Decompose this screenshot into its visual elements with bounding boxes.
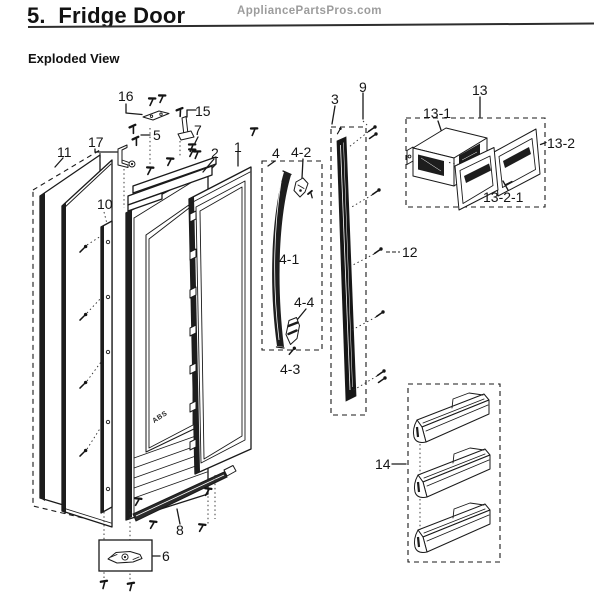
handle-clip-4-2	[293, 158, 316, 200]
top-rail-2	[127, 128, 217, 212]
bottom-rail-8	[132, 465, 237, 534]
door-bin-bottom	[413, 501, 492, 554]
screws-5	[128, 123, 151, 148]
part-label-15: 15	[195, 103, 211, 119]
part-label-13-2: 13-2	[547, 135, 576, 151]
dispenser-box-13	[405, 96, 547, 211]
part-label-6: 6	[162, 548, 170, 564]
part-label-9: 9	[359, 79, 367, 95]
leader-lines	[54, 151, 239, 173]
handle-clip-4-4	[285, 308, 307, 345]
part-label-3: 3	[331, 91, 339, 107]
part-label-13-2-1: 13-2-1	[483, 189, 524, 205]
hinge-box-6	[98, 509, 161, 592]
part-label-4: 4	[272, 145, 280, 161]
part-label-10: 10	[97, 196, 113, 212]
part-label-7: 7	[194, 122, 202, 138]
mullion-box-3	[330, 92, 400, 416]
door-bin-top	[412, 391, 491, 444]
dispenser-cover-13-2-1	[454, 147, 499, 211]
part-label-4-3: 4-3	[280, 361, 301, 377]
part-label-1: 1	[234, 139, 242, 155]
part-label-4-4: 4-4	[294, 294, 315, 310]
door-bin-middle	[413, 446, 492, 499]
part-label-14: 14	[375, 456, 391, 472]
dispenser-cover-13-2	[493, 128, 541, 197]
page-title: 5. Fridge Door	[27, 3, 186, 28]
bracket-15	[175, 106, 197, 141]
part-label-8: 8	[176, 522, 184, 538]
door-foam-panel	[61, 159, 113, 528]
part-label-2: 2	[211, 145, 219, 161]
bin-box-14	[391, 383, 501, 563]
door-liner-2	[125, 169, 209, 521]
handle-box-4	[261, 158, 323, 356]
part-label-13-1: 13-1	[423, 105, 452, 121]
part-label-5: 5	[153, 127, 161, 143]
watermark-text: AppliancePartsPros.com	[237, 5, 382, 17]
part-label-16: 16	[118, 88, 134, 104]
clip-17	[94, 144, 136, 208]
part-label-4-1: 4-1	[279, 251, 300, 267]
section-subtitle: Exploded View	[28, 51, 120, 66]
part-label-4-2: 4-2	[291, 144, 312, 160]
panel-strip-10	[78, 211, 113, 514]
bolts-7	[186, 126, 259, 161]
front-panel-1	[188, 166, 252, 475]
part-label-12: 12	[402, 244, 418, 260]
bracket-16	[125, 93, 170, 121]
part-label-13: 13	[472, 82, 488, 98]
part-label-17: 17	[88, 134, 104, 150]
part-label-11: 11	[57, 144, 72, 160]
